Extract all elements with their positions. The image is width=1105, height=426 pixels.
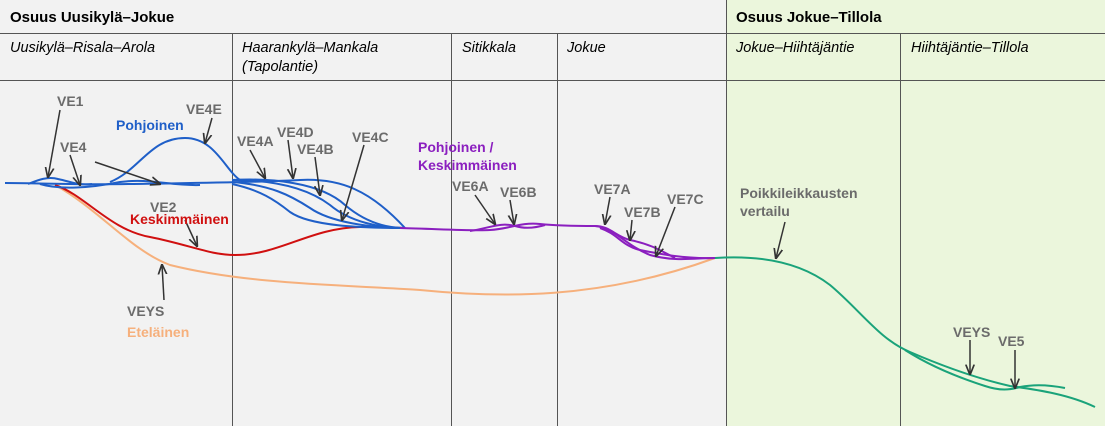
header-jokue-tillola: Osuus Jokue–Tillola: [736, 9, 882, 26]
route-ve4b: [231, 181, 406, 229]
label-pohjoinen-slash: Pohjoinen /: [418, 139, 494, 155]
route-ve1: [27, 176, 93, 186]
section-jokue: Jokue: [567, 40, 606, 56]
route-ve4e: [109, 136, 241, 183]
label-ve6b: VE6B: [500, 184, 537, 200]
route-ve4d: [231, 179, 406, 229]
section-uusikyla-risala-arola: Uusikylä–Risala–Arola: [10, 40, 156, 56]
main-section-divider: [726, 0, 727, 426]
label-ve5: VE5: [998, 333, 1025, 349]
label-poikkileikkausten: Poikkileikkausten: [740, 185, 858, 201]
label-veys: VEYS: [127, 303, 164, 319]
label-ve7a: VE7A: [594, 181, 631, 197]
label-veys-right: VEYS: [953, 324, 990, 340]
label-etelainen: Eteläinen: [127, 324, 189, 340]
section-hiihtajantie-tillola: Hiihtäjäntie–Tillola: [911, 40, 1029, 56]
label-ve1: VE1: [57, 93, 84, 109]
label-keskimmainen-purple: Keskimmäinen: [418, 157, 517, 173]
section-divider-5: [900, 33, 901, 426]
label-ve4e: VE4E: [186, 101, 222, 117]
label-ve7b: VE7B: [624, 204, 661, 220]
route-ve4c: [231, 183, 406, 229]
header-uusikyla-jokue: Osuus Uusikylä–Jokue: [10, 9, 175, 26]
route-ve4: [39, 179, 201, 189]
label-ve4c: VE4C: [352, 129, 389, 145]
section-jokue-hiihtajantie: Jokue–Hiihtäjäntie: [736, 40, 855, 56]
label-vertailu: vertailu: [740, 203, 790, 219]
label-ve2: VE2: [150, 199, 177, 215]
section-divider-3: [557, 33, 558, 426]
header-divider: [0, 33, 1105, 34]
section-tapolantie: (Tapolantie): [242, 59, 319, 75]
route-ve6a: [469, 223, 546, 232]
section-divider-1: [232, 33, 233, 426]
label-ve6a: VE6A: [452, 178, 489, 194]
route-keskimmainen: [54, 184, 406, 257]
route-ve7b: [599, 227, 716, 260]
route-veys-etelainen: [54, 184, 716, 296]
label-ve4d: VE4D: [277, 124, 314, 140]
label-pohjoinen: Pohjoinen: [116, 117, 184, 133]
section-haarankyla-mankala: Haarankylä–Mankala: [242, 40, 379, 56]
route-jokue-tillola-alt: [904, 349, 1066, 391]
label-ve7c: VE7C: [667, 191, 704, 207]
label-ve4: VE4: [60, 139, 87, 155]
arrows: [48, 109, 1015, 388]
label-keskimmainen: Keskimmäinen: [130, 211, 229, 227]
label-ve4a: VE4A: [237, 133, 274, 149]
label-ve4b: VE4B: [297, 141, 334, 157]
section-divider: [0, 80, 1105, 81]
section-sitikkala: Sitikkala: [462, 40, 516, 56]
